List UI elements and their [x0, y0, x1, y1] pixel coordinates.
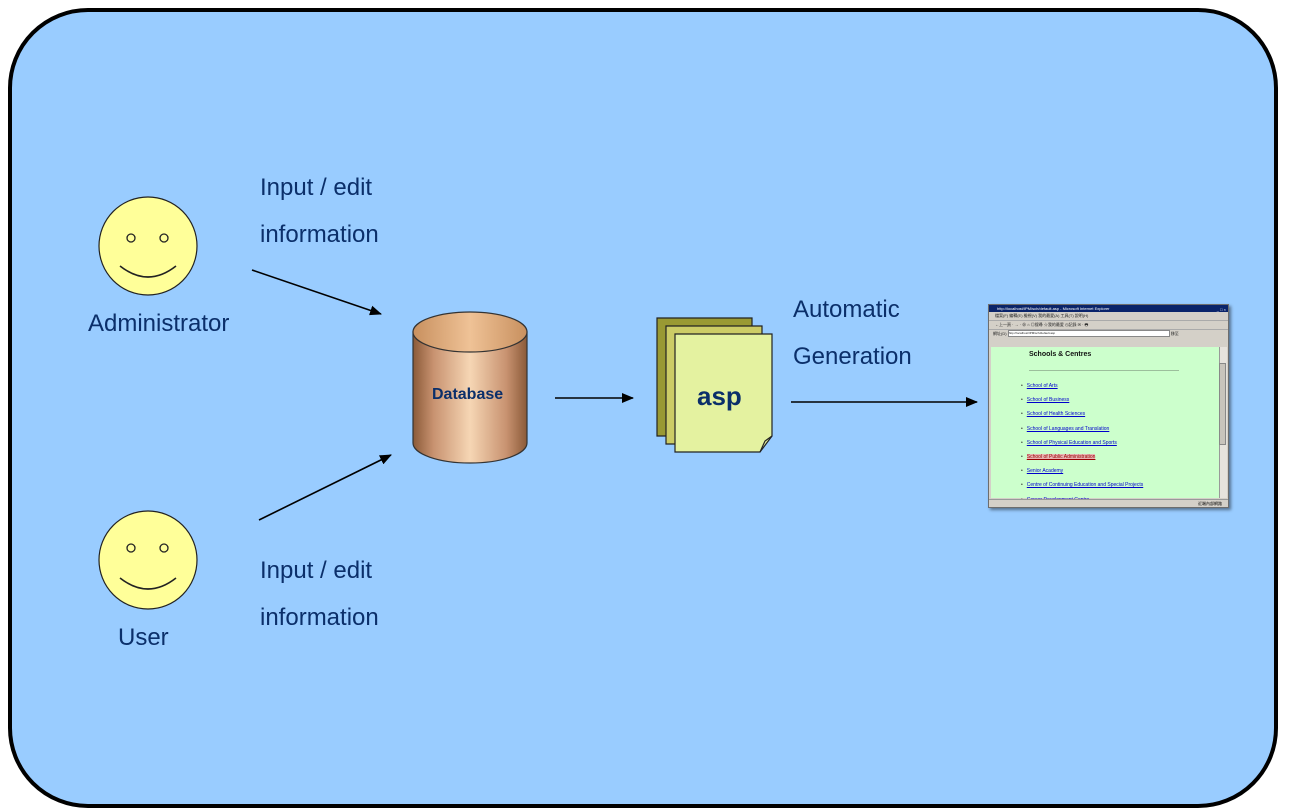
- school-link: School of Languages and Translation: [1021, 422, 1143, 436]
- generation-label: Generation: [793, 343, 912, 370]
- user-to-database-arrow: [258, 454, 392, 521]
- browser-menu-bar: 檔案(F) 編輯(E) 檢視(V) 我的最愛(A) 工具(T) 說明(H): [989, 312, 1228, 321]
- go-label: 移至: [1170, 331, 1179, 336]
- administrator-label: Administrator: [88, 310, 230, 337]
- automatic-label: Automatic: [793, 296, 900, 323]
- browser-title-bar: http://localhost/IPM/sch/default.asp - M…: [989, 305, 1228, 312]
- generated-webpage-screenshot: http://localhost/IPM/sch/default.asp - M…: [988, 304, 1229, 508]
- administrator-smiley-icon: [98, 196, 198, 296]
- browser-address-row: 網址(D) http://localhost/IPM/sch/default.a…: [989, 330, 1228, 338]
- browser-status-bar: 近端內部網路: [989, 499, 1228, 507]
- school-link: School of Public Administration: [1021, 450, 1143, 464]
- asp-documents-icon: [656, 317, 773, 453]
- browser-toolbar: ←上一頁 · → · ⊗ ⌂ ◎搜尋 ☆我的最愛 ◷記錄 ✉ · 🖶: [989, 321, 1228, 330]
- address-label: 網址(D): [993, 331, 1007, 336]
- asp-label: asp: [697, 381, 742, 411]
- school-link: Centre of Continuing Education and Speci…: [1021, 478, 1143, 492]
- user-label: User: [118, 624, 169, 651]
- browser-title: http://localhost/IPM/sch/default.asp - M…: [997, 306, 1110, 311]
- admin-input-label-line1: Input / edit: [260, 174, 373, 201]
- address-field: http://localhost/IPM/sch/default.asp: [1007, 330, 1170, 338]
- diagram-canvas: [98, 196, 978, 610]
- schools-link-list: School of Arts School of Business School…: [1021, 379, 1143, 507]
- school-link: School of Physical Education and Sports: [1021, 436, 1143, 450]
- school-link: School of Arts: [1021, 379, 1143, 393]
- heading-divider: [1029, 370, 1179, 371]
- school-link: Senior Academy: [1021, 464, 1143, 478]
- user-input-label-line1: Input / edit: [260, 557, 373, 584]
- school-link: School of Business: [1021, 393, 1143, 407]
- scrollbar-thumb: [1219, 363, 1226, 445]
- admin-to-database-arrow: [251, 269, 382, 316]
- user-input-label-line2: information: [260, 604, 379, 631]
- webpage-heading: Schools & Centres: [1029, 351, 1092, 358]
- user-smiley-icon: [98, 510, 198, 610]
- webpage-content: Schools & Centres School of Arts School …: [991, 347, 1219, 503]
- database-label: Database: [432, 386, 504, 403]
- school-link: School of Health Sciences: [1021, 407, 1143, 421]
- admin-input-label-line2: information: [260, 221, 379, 248]
- window-controls-icon: _ □ ×: [1216, 307, 1226, 312]
- database-cylinder-icon: [412, 311, 528, 464]
